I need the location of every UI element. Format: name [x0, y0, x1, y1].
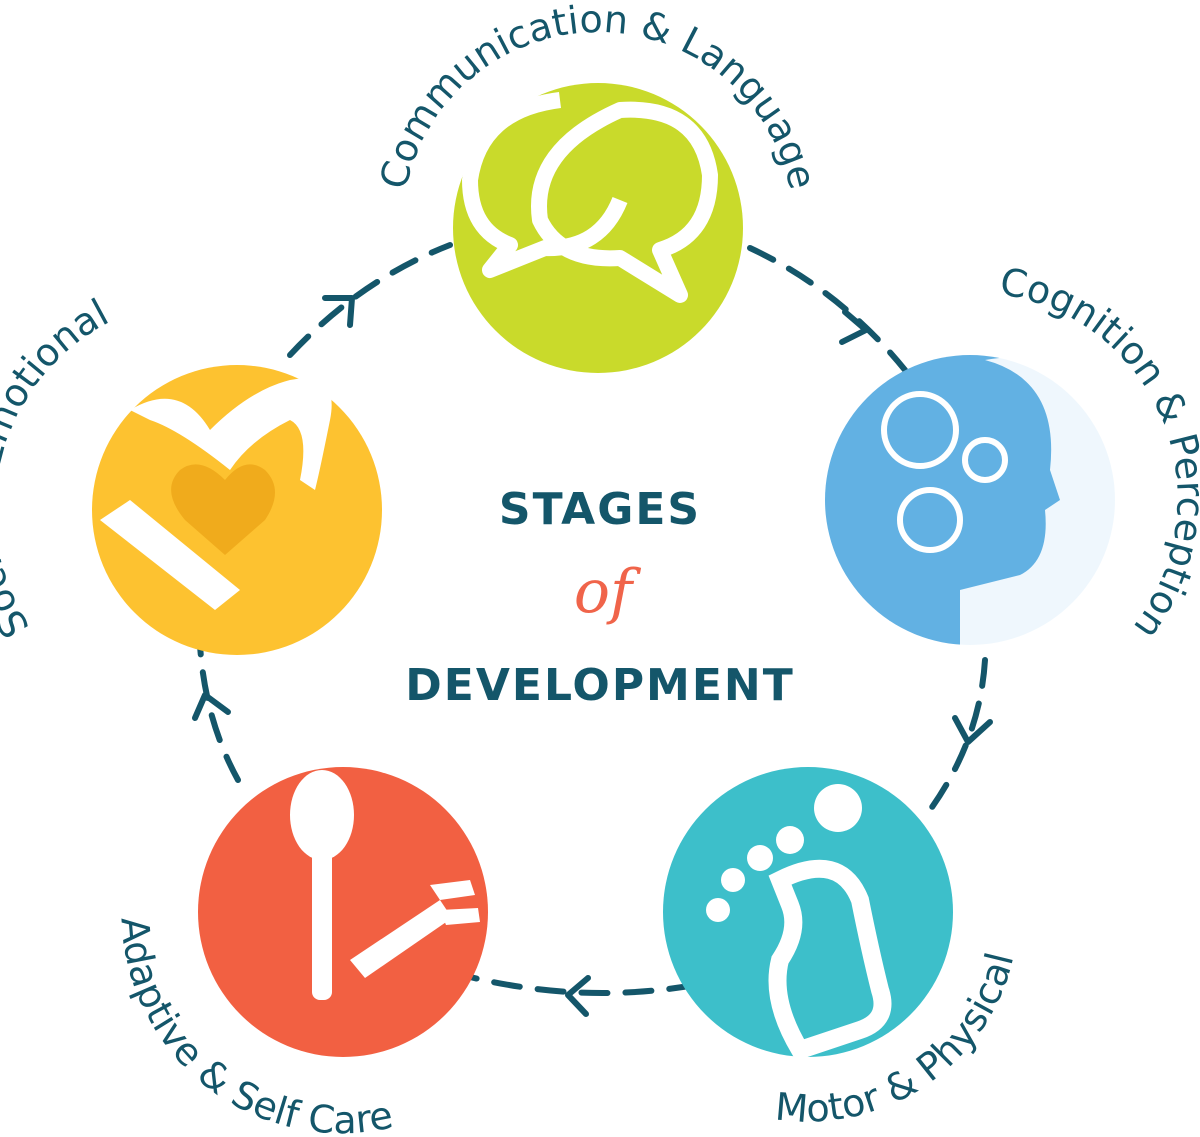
title-of: of: [574, 557, 642, 627]
stage-communication-language: [453, 83, 743, 373]
spoon-fork-icon: [290, 770, 480, 1000]
label-social-emotional: Social & Emotional: [0, 290, 115, 645]
stage-cognition-perception: [825, 355, 1161, 650]
speech-bubbles-icon: [462, 92, 718, 303]
stage-motor-physical: [663, 767, 953, 1061]
hand-heart-icon: [100, 378, 332, 610]
head-gears-icon: [881, 357, 1161, 650]
title-development: DEVELOPMENT: [405, 660, 795, 711]
connector-communication-to-cognition: [747, 245, 908, 373]
connector-cognition-to-motor: [927, 657, 993, 813]
connector-social-to-communication: [287, 242, 453, 358]
connector-adaptive-to-social: [192, 642, 241, 783]
stage-adaptive-self-care: [198, 767, 488, 1057]
footprint-icon: [706, 784, 892, 1061]
connector-motor-to-adaptive: [459, 972, 698, 1017]
stage-social-emotional: [92, 365, 382, 655]
title-stages: STAGES: [499, 484, 701, 535]
